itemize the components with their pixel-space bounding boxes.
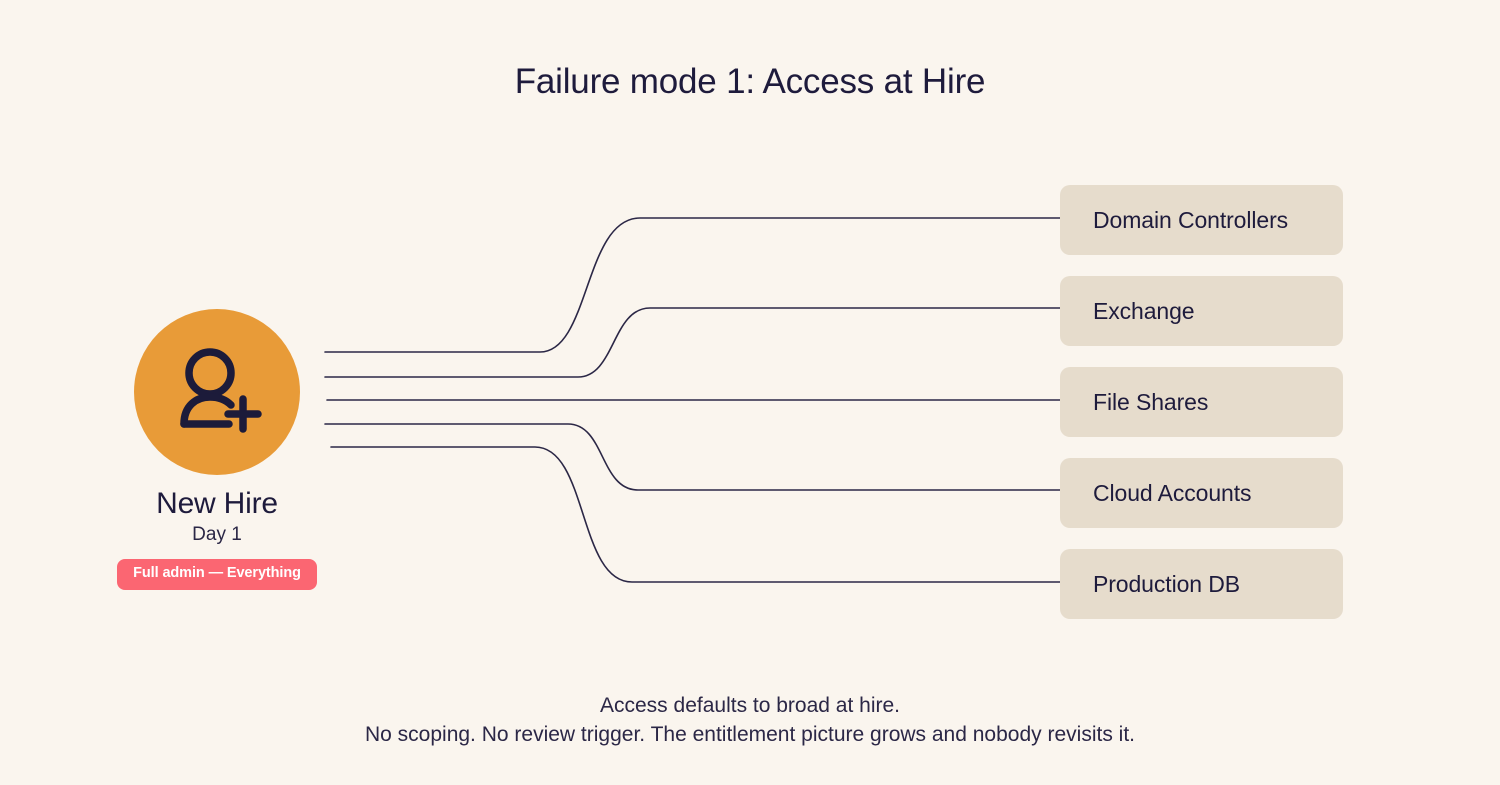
caption-line-2: No scoping. No review trigger. The entit…	[365, 723, 1135, 746]
caption-line-1: Access defaults to broad at hire.	[600, 694, 900, 717]
target-card-label: File Shares	[1093, 388, 1209, 415]
source-name: New Hire	[156, 487, 278, 520]
target-card-production-db[interactable]: Production DB	[1060, 549, 1343, 619]
page-title: Failure mode 1: Access at Hire	[514, 62, 986, 101]
target-card-label: Exchange	[1093, 297, 1195, 324]
target-card-exchange[interactable]: Exchange	[1060, 276, 1343, 346]
target-card-list: Domain Controllers Exchange File Shares …	[1060, 185, 1343, 619]
connector-path-2	[324, 307, 1061, 378]
source-node-new-hire[interactable]: New Hire Day 1 Full admin — Everything	[74, 309, 360, 590]
badge-container: Full admin — Everything	[74, 559, 360, 590]
target-card-cloud-accounts[interactable]: Cloud Accounts	[1060, 458, 1343, 528]
target-card-label: Domain Controllers	[1093, 206, 1289, 233]
user-plus-icon	[180, 348, 262, 433]
status-badge: Full admin — Everything	[117, 559, 317, 590]
target-card-label: Cloud Accounts	[1093, 479, 1252, 506]
target-card-file-shares[interactable]: File Shares	[1060, 367, 1343, 437]
connector-path-1	[324, 217, 1061, 353]
source-subtitle: Day 1	[192, 523, 242, 545]
connector-path-4	[324, 423, 1061, 491]
connector-path-5	[330, 446, 1061, 583]
target-card-domain-controllers[interactable]: Domain Controllers	[1060, 185, 1343, 255]
avatar	[134, 309, 300, 475]
target-card-label: Production DB	[1093, 570, 1240, 597]
caption: Access defaults to broad at hire. No sco…	[0, 691, 1500, 749]
